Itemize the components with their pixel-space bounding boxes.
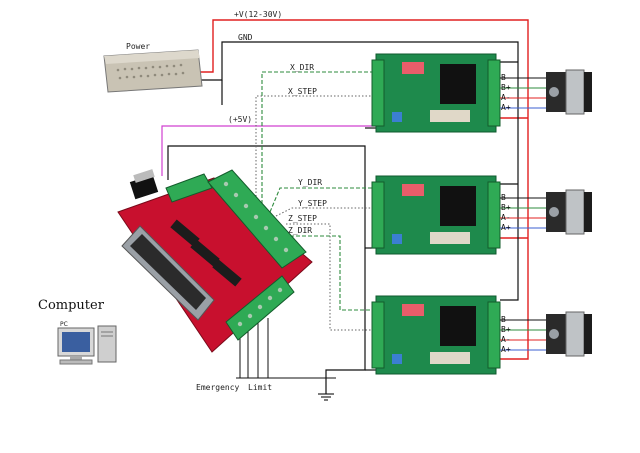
motor-pin-labels-y: B- B+ A- A+ [501, 193, 511, 232]
pin-label: A+ [501, 223, 511, 232]
pin-label: A- [501, 93, 511, 102]
pin-label: A+ [501, 103, 511, 112]
five-v-label: (+5V) [228, 115, 252, 124]
voltage-regulator [129, 169, 159, 200]
terminal-strip-right [207, 169, 307, 269]
gnd-wire [167, 41, 519, 394]
x-dir-label: X_DIR [290, 63, 314, 72]
driver-board-x [371, 53, 501, 133]
stepper-motor-y [546, 189, 592, 235]
pin-label: B+ [501, 325, 511, 334]
limit-label: Limit [248, 383, 272, 392]
voltage-label: +V(12-30V) [234, 10, 282, 19]
stepper-motor-x [546, 69, 592, 115]
driver-board-z [371, 295, 501, 375]
pin-label: A+ [501, 345, 511, 354]
motor-wires [500, 77, 548, 351]
step-wires [255, 95, 376, 331]
breakout-board [117, 169, 313, 353]
pin-label: B- [501, 73, 511, 82]
pin-label: B- [501, 315, 511, 324]
stepper-motor-z [546, 311, 592, 357]
z-dir-label: Z_DIR [288, 226, 312, 235]
power-wire [200, 19, 529, 360]
y-step-label: Y_STEP [298, 199, 327, 208]
pin-label: A- [501, 213, 511, 222]
computer-label: Computer [38, 298, 105, 313]
emergency-label: Emergency [196, 383, 240, 392]
pin-label: B- [501, 193, 511, 202]
motor-pin-labels-x: B- B+ A- A+ [501, 73, 511, 112]
pc-label: PC [60, 321, 68, 328]
power-supply [103, 49, 203, 93]
pin-label: A- [501, 335, 511, 344]
power-label: Power [126, 42, 150, 51]
motor-pin-labels-z: B- B+ A- A+ [501, 315, 511, 354]
switch-wires [236, 318, 336, 379]
z-step-label: Z_STEP [288, 214, 317, 223]
gnd-label: GND [238, 33, 253, 42]
db25-connector [121, 225, 215, 321]
x-step-label: X_STEP [288, 87, 317, 96]
ground-symbol [318, 393, 334, 401]
dir-wires [261, 71, 376, 311]
computer-icon [57, 325, 117, 365]
terminal-strip-bottom [225, 275, 295, 341]
five-v-wire [161, 125, 376, 176]
driver-board-y [371, 175, 501, 255]
pin-label: B+ [501, 203, 511, 212]
y-dir-label: Y_DIR [298, 178, 322, 187]
pin-label: B+ [501, 83, 511, 92]
